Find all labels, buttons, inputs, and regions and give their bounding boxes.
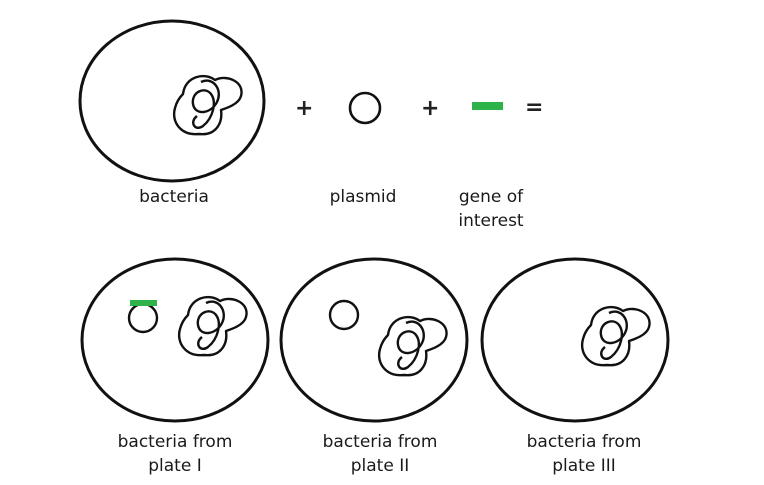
bacteria-chromosome: [172, 74, 243, 136]
plate-2-plasmid: [328, 299, 360, 331]
plate-2-cell: [279, 257, 469, 423]
plate-2-chromosome: [377, 315, 448, 377]
bacteria-label-text: bacteria: [139, 187, 209, 207]
plate-2-label: bacteria from plate II: [305, 430, 455, 478]
plasmid-circle: [348, 91, 382, 125]
plus-sign-1: +: [295, 96, 314, 121]
plate-3-label-line2: plate III: [552, 456, 616, 476]
plate-3-chromosome: [580, 305, 651, 367]
plate-3-cell: [480, 257, 670, 423]
bacteria-cell: [78, 19, 266, 183]
gene-label-line2: interest: [458, 211, 524, 231]
plate-1-cell: [80, 257, 270, 423]
gene-label-line1: gene of: [458, 187, 524, 207]
plate-1-chromosome: [177, 295, 248, 357]
plate-2-label-line2: plate II: [350, 456, 410, 476]
gene-of-interest-bar: [472, 102, 503, 110]
plus-sign-2: +: [421, 96, 440, 121]
plate-3-label: bacteria from plate III: [509, 430, 659, 478]
plate-1-plasmid: [127, 302, 159, 334]
gene-of-interest-label: gene of interest: [446, 185, 536, 233]
plate-1-label-line1: bacteria from: [117, 432, 233, 452]
plate-1-label-line2: plate I: [148, 456, 202, 476]
plate-1-gene-bar: [130, 300, 157, 306]
plasmid-label-text: plasmid: [329, 187, 397, 207]
equals-sign: =: [525, 95, 544, 120]
plate-1-label: bacteria from plate I: [100, 430, 250, 478]
bacteria-label: bacteria: [128, 185, 220, 209]
plate-3-label-line1: bacteria from: [526, 432, 642, 452]
plasmid-label: plasmid: [318, 185, 408, 209]
plate-2-label-line1: bacteria from: [322, 432, 438, 452]
